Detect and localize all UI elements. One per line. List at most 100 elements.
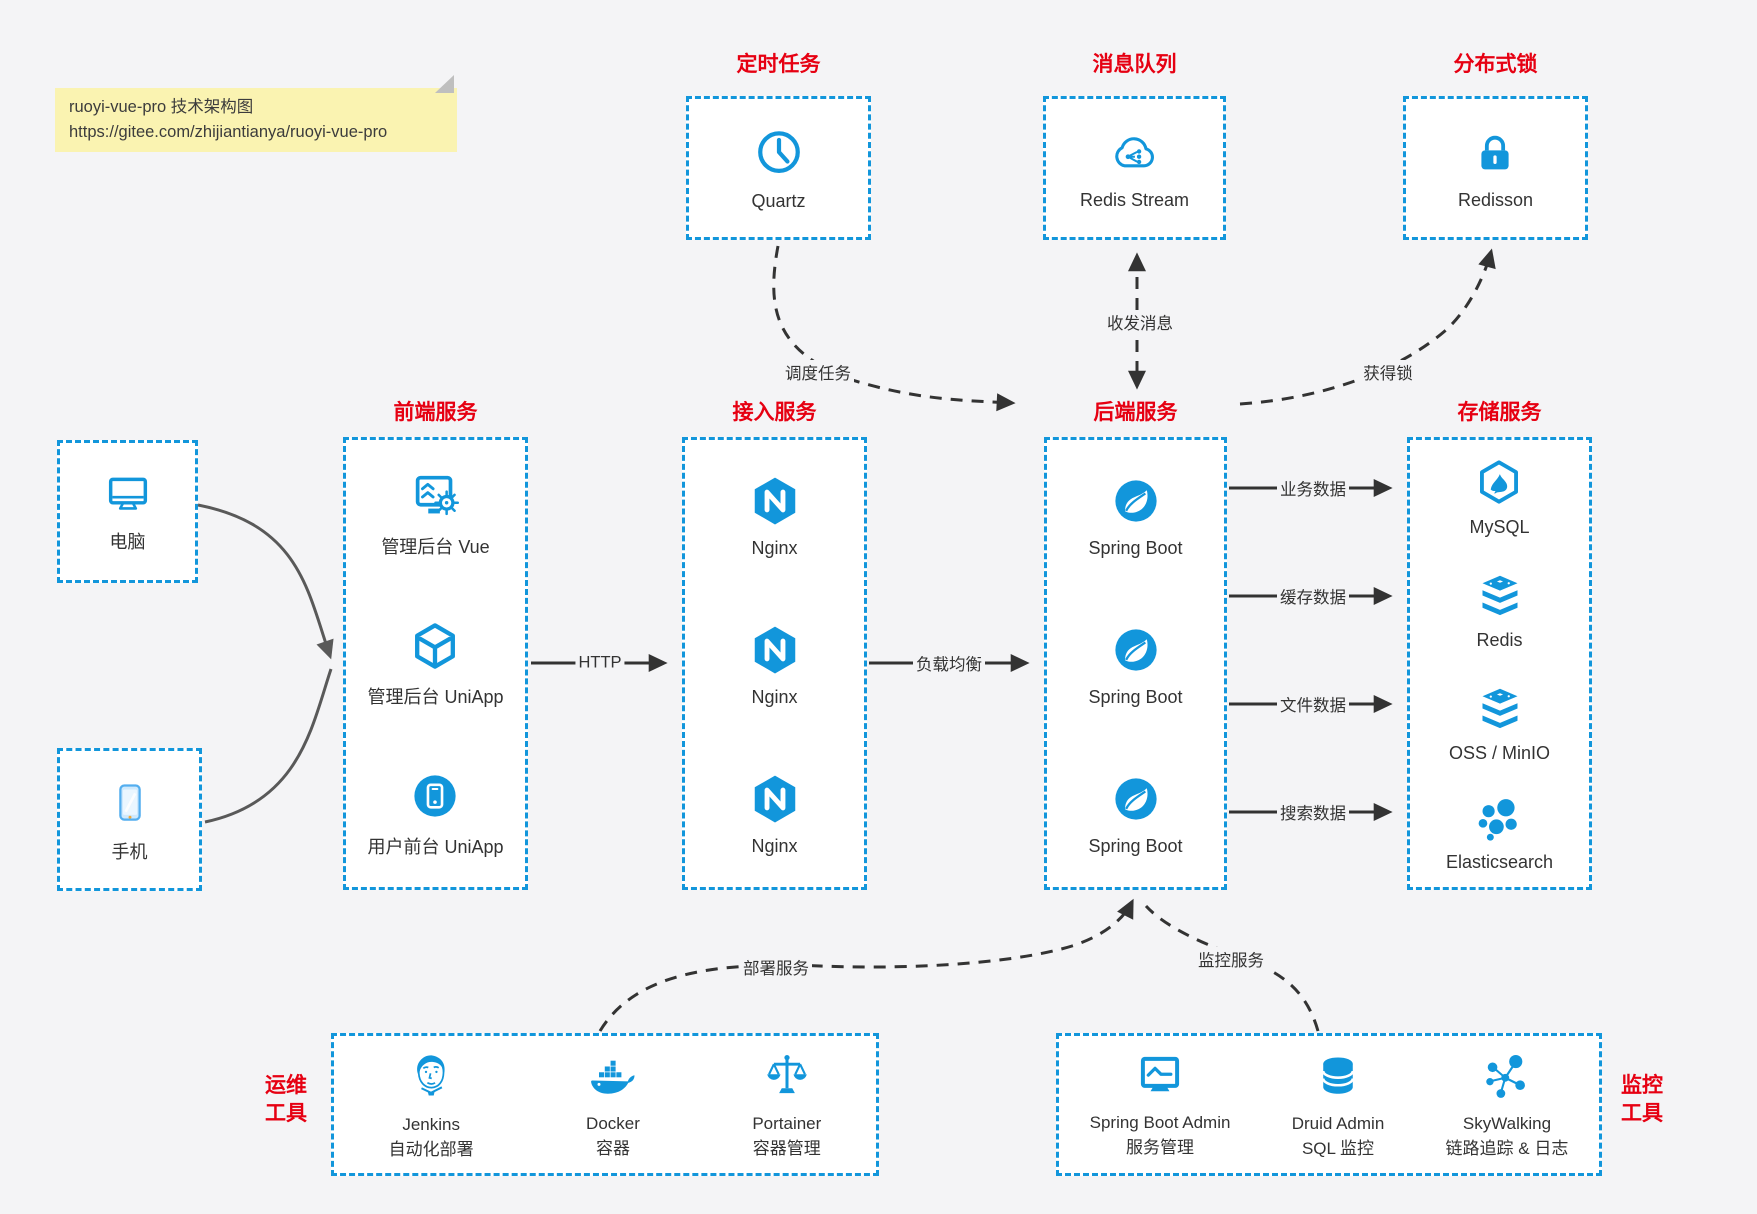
item-admin-vue: 管理后台 Vue — [381, 468, 490, 559]
box-scheduler: Quartz — [686, 96, 871, 240]
item-label: 用户前台 UniApp — [367, 836, 504, 857]
edge-mobile-to-frontend — [204, 668, 333, 824]
note-fold-corner — [435, 75, 454, 93]
item-label: Spring Boot — [1088, 686, 1183, 707]
item-mobile: 手机 — [102, 775, 158, 864]
edge-label-acquire-lock: 获得锁 — [1360, 360, 1416, 384]
item-label: 管理后台 UniApp — [367, 686, 504, 707]
jenkins-butler-icon — [417, 1055, 445, 1096]
group-title-storage: 存储服务 — [1457, 401, 1542, 424]
edge-label-search-data: 搜索数据 — [1277, 800, 1349, 824]
title-note: ruoyi-vue-pro 技术架构图 https://gitee.com/zh… — [55, 75, 457, 152]
box-gateway: Nginx Nginx Nginx — [682, 437, 867, 890]
mobile-app-circle-icon — [414, 775, 457, 817]
item-nginx-3: Nginx — [745, 769, 805, 857]
box-client-mobile: 手机 — [57, 748, 202, 891]
balance-scales-icon — [767, 1055, 807, 1094]
box-storage: MySQL Redis — [1407, 437, 1592, 890]
spring-leaf-icon — [1114, 479, 1157, 522]
group-title-devops: 运维 工具 — [265, 1074, 307, 1125]
item-redis-stream: Redis Stream — [1080, 125, 1189, 211]
box-backend: Spring Boot Spring Boot Spring Boot — [1044, 437, 1227, 890]
item-oss-minio: OSS / MinIO — [1449, 680, 1550, 764]
edge-deploy-arrow — [598, 898, 1134, 1032]
smartphone-icon — [118, 784, 141, 821]
monitor-chart-icon — [1140, 1056, 1180, 1092]
nginx-hexagon-icon — [754, 477, 795, 524]
edge-label-file-data: 文件数据 — [1277, 692, 1349, 716]
padlock-icon — [1481, 135, 1510, 170]
item-user-uniapp: 用户前台 UniApp — [367, 766, 504, 859]
edge-label-load-balance: 负载均衡 — [913, 651, 985, 675]
item-quartz: Quartz — [749, 124, 809, 212]
edge-pc-to-frontend — [197, 503, 334, 660]
item-label: Spring Boot — [1088, 835, 1183, 856]
spring-leaf-icon — [1114, 777, 1157, 820]
item-label: MySQL — [1469, 517, 1530, 538]
nginx-hexagon-icon — [754, 626, 795, 673]
clock-icon — [757, 131, 800, 173]
edge-label-cache-data: 缓存数据 — [1277, 584, 1349, 608]
edge-label-business-data: 业务数据 — [1277, 476, 1349, 500]
nginx-hexagon-icon — [754, 775, 795, 822]
group-title-backend: 后端服务 — [1093, 401, 1178, 424]
item-label: Redis Stream — [1079, 190, 1190, 210]
group-title-monitoring: 监控 工具 — [1621, 1074, 1663, 1125]
item-label: 电脑 — [109, 532, 146, 552]
edge-label-schedule: 调度任务 — [782, 360, 854, 384]
spring-leaf-icon — [1114, 628, 1157, 671]
edge-label-monitor: 监控服务 — [1195, 947, 1267, 971]
item-label: 手机 — [111, 842, 148, 862]
node-graph-icon — [1486, 1055, 1525, 1098]
note-title: ruoyi-vue-pro 技术架构图 — [69, 98, 254, 116]
item-label: Nginx — [751, 835, 798, 856]
cluster-blobs-icon — [1479, 798, 1518, 841]
item-label: Elasticsearch — [1445, 851, 1554, 872]
box-lock: Redisson — [1403, 96, 1588, 240]
edge-label-deploy: 部署服务 — [740, 955, 812, 979]
item-label: OSS / MinIO — [1448, 742, 1551, 763]
edge-label-message: 收发消息 — [1104, 310, 1176, 334]
item-label: Nginx — [751, 537, 798, 558]
layer-stack-icon — [1482, 688, 1517, 728]
box-client-pc: 电脑 — [57, 440, 198, 583]
layer-stack-icon — [1482, 575, 1517, 616]
group-title-scheduler: 定时任务 — [736, 53, 821, 76]
item-pc: 电脑 — [99, 469, 157, 554]
item-mysql: MySQL — [1469, 454, 1530, 538]
group-title-frontend: 前端服务 — [393, 401, 478, 424]
item-springboot-3: Spring Boot — [1088, 769, 1183, 857]
item-label: Nginx — [751, 686, 798, 707]
item-springboot-2: Spring Boot — [1088, 620, 1183, 708]
mysql-hexagon-icon — [1480, 460, 1519, 504]
desktop-monitor-icon — [108, 477, 147, 510]
item-elasticsearch: Elasticsearch — [1446, 793, 1553, 873]
admin-dashboard-gear-icon — [415, 476, 459, 516]
box-frontend: 管理后台 Vue 管理后台 UniApp 用户前台 UniApp — [343, 437, 528, 890]
group-title-lock: 分布式锁 — [1453, 53, 1538, 76]
item-redisson: Redisson — [1458, 125, 1533, 211]
note-url: https://gitee.com/zhijiantianya/ruoyi-vu… — [69, 123, 388, 141]
item-label: Quartz — [751, 191, 806, 211]
item-admin-uniapp: 管理后台 UniApp — [367, 616, 504, 709]
item-label: Redisson — [1457, 190, 1534, 210]
item-redis: Redis — [1472, 567, 1528, 651]
docker-whale-icon — [591, 1060, 635, 1094]
group-title-mq: 消息队列 — [1092, 53, 1177, 76]
item-nginx-2: Nginx — [745, 620, 805, 708]
item-label: Redis — [1476, 630, 1523, 651]
